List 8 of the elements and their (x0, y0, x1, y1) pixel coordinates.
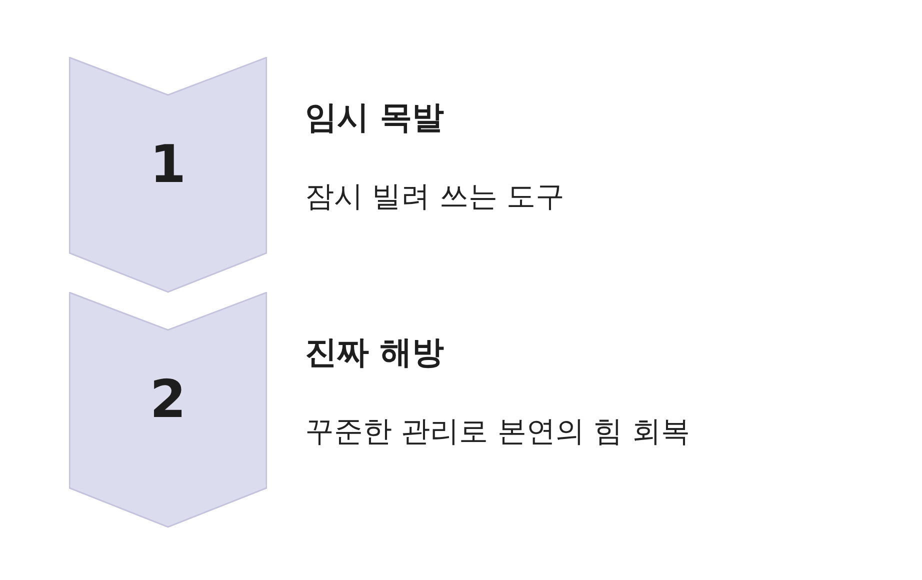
step-number: 2 (150, 374, 186, 426)
step-heading: 임시 목발 (305, 101, 444, 133)
step-description: 꾸준한 관리로 본연의 힘 회복 (305, 417, 690, 446)
step-heading: 진짜 해방 (305, 336, 444, 368)
chevron-step (69, 292, 267, 528)
step-number: 1 (150, 139, 186, 191)
step-description: 잠시 빌려 쓰는 도구 (305, 182, 565, 211)
chevron-step (69, 57, 267, 293)
